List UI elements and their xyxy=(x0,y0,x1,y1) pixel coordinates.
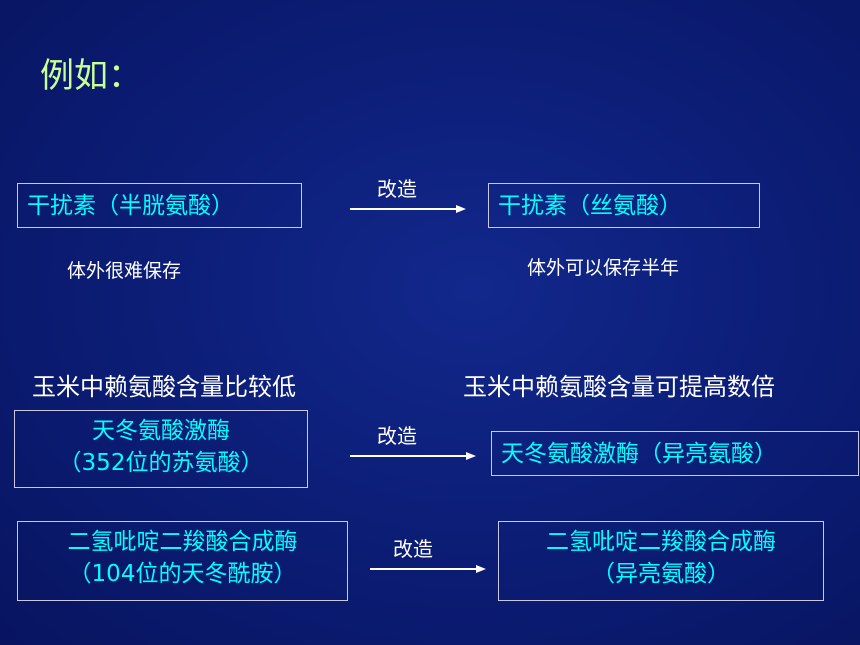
dhdps-modified-box: 二氢吡啶二羧酸合成酶 （异亮氨酸） xyxy=(498,521,824,601)
interferon-original-text: 干扰素（半胱氨酸） xyxy=(27,192,234,219)
slide-title: 例如： xyxy=(40,56,142,96)
interferon-original-box: 干扰素（半胱氨酸） xyxy=(17,183,302,228)
dhdps-original-box: 二氢吡啶二羧酸合成酶 （104位的天冬酰胺） xyxy=(17,521,348,601)
dhdps-modified-line1: 二氢吡啶二羧酸合成酶 xyxy=(546,529,776,555)
interferon-modified-box: 干扰素（丝氨酸） xyxy=(488,183,760,228)
aspartate-kinase-modified-box: 天冬氨酸激酶（异亮氨酸） xyxy=(491,431,859,476)
arrow-label-modify-1: 改造 xyxy=(377,177,417,201)
arrow-right-icon xyxy=(350,205,466,213)
arrow-right-icon xyxy=(370,565,486,573)
dhdps-original-line2: （104位的天冬酰胺） xyxy=(68,561,297,587)
arrow-label-modify-2: 改造 xyxy=(377,424,417,448)
aspartate-kinase-original-line2: （352位的苏氨酸） xyxy=(58,450,264,476)
interferon-modified-text: 干扰素（丝氨酸） xyxy=(498,192,682,219)
interferon-original-note: 体外很难保存 xyxy=(67,260,182,282)
dhdps-original-line1: 二氢吡啶二羧酸合成酶 xyxy=(67,529,298,555)
arrow-label-modify-3: 改造 xyxy=(393,537,433,561)
corn-lysine-high-heading: 玉米中赖氨酸含量可提高数倍 xyxy=(463,373,775,401)
aspartate-kinase-original-line1: 天冬氨酸激酶 xyxy=(92,418,230,444)
aspartate-kinase-modified-text: 天冬氨酸激酶（异亮氨酸） xyxy=(501,440,777,467)
arrow-right-icon xyxy=(350,452,476,460)
dhdps-modified-line2: （异亮氨酸） xyxy=(592,561,730,587)
corn-lysine-low-heading: 玉米中赖氨酸含量比较低 xyxy=(32,373,296,401)
interferon-modified-note: 体外可以保存半年 xyxy=(527,257,680,279)
aspartate-kinase-original-box: 天冬氨酸激酶 （352位的苏氨酸） xyxy=(14,410,308,488)
